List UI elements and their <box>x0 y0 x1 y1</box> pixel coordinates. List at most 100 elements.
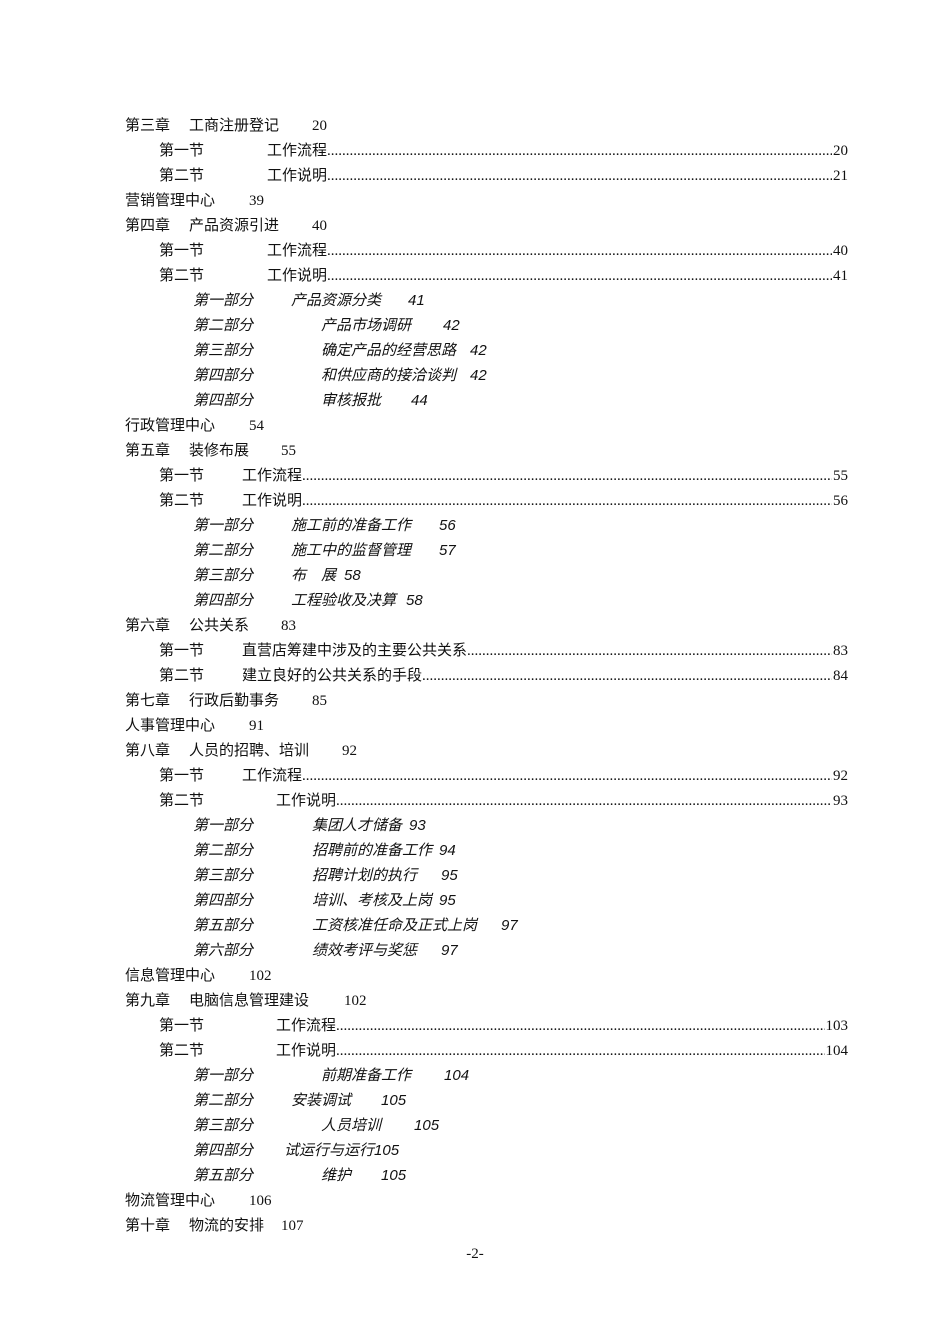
toc-page: 42 <box>470 367 487 384</box>
toc-title: 施工前的准备工作 <box>291 516 412 534</box>
toc-title: 工作说明 <box>276 1041 337 1059</box>
toc-chapter[interactable]: 第三章工商注册登记 20 <box>125 114 327 136</box>
toc-page: 56 <box>439 517 456 534</box>
toc-title: 工作说明 <box>242 491 303 509</box>
toc-title: 产品资源分类 <box>291 291 382 309</box>
toc-label: 第四部分 <box>193 1141 254 1159</box>
toc-section-label: 第二节 <box>159 1041 205 1059</box>
toc-page: 55 <box>281 443 297 459</box>
toc-page: 85 <box>312 693 328 709</box>
toc-leader <box>327 240 832 262</box>
toc-section[interactable]: 工作说明21 <box>267 164 848 186</box>
toc-label: 第三章 <box>125 116 171 134</box>
toc-leader <box>336 1040 824 1062</box>
toc-section-label: 第一节 <box>159 641 205 659</box>
toc-title: 工商注册登记 <box>189 116 280 134</box>
toc-title: 试运行与运行 <box>284 1141 375 1159</box>
toc-title: 工作流程 <box>267 141 328 159</box>
toc-part[interactable]: 第四部分 试运行与运行105 <box>193 1139 399 1161</box>
toc-page: 97 <box>501 917 518 934</box>
toc-title: 工程验收及决算 <box>291 591 397 609</box>
toc-page: 104 <box>825 1043 849 1059</box>
toc-title: 绩效考评与奖惩 <box>312 941 418 959</box>
toc-part[interactable]: 第二部分 施工中的监督管理 57 <box>193 539 456 561</box>
toc-section[interactable]: 直营店筹建中涉及的主要公共关系83 <box>242 639 848 661</box>
toc-title: 施工中的监督管理 <box>291 541 412 559</box>
toc-section-label: 第一节 <box>159 241 205 259</box>
toc-section[interactable]: 工作流程 20 <box>267 139 848 161</box>
toc-label: 第五部分 <box>193 1166 254 1184</box>
toc-section[interactable]: 工作说明41 <box>267 264 848 286</box>
toc-section-label: 第二节 <box>159 266 205 284</box>
toc-label: 第二部分 <box>193 841 254 859</box>
toc-section[interactable]: 工作流程55 <box>242 464 848 486</box>
toc-label: 第三部分 <box>193 341 254 359</box>
toc-page: 93 <box>409 817 426 834</box>
toc-section[interactable]: 工作说明56 <box>242 489 848 511</box>
toc-section[interactable]: 工作说明 93 <box>276 789 848 811</box>
toc-leader <box>302 765 832 787</box>
toc-label: 第十章 <box>125 1216 171 1234</box>
toc-title: 工作说明 <box>276 791 337 809</box>
toc-title: 人员培训 <box>321 1116 382 1134</box>
toc-title: 直营店筹建中涉及的主要公共关系 <box>242 641 468 659</box>
toc-page: 105 <box>381 1092 407 1109</box>
toc-label: 第二部分 <box>193 541 254 559</box>
toc-page: 107 <box>281 1218 304 1234</box>
toc-leader <box>422 665 832 687</box>
toc-section[interactable]: 工作流程40 <box>267 239 848 261</box>
toc-page: 105 <box>381 1167 407 1184</box>
toc-section[interactable]: 工作说明 104 <box>276 1039 848 1061</box>
toc-title: 人员的招聘、培训 <box>189 741 310 759</box>
toc-section[interactable]: 工作流程92 <box>242 764 848 786</box>
toc-section[interactable]: 建立良好的公共关系的手段84 <box>242 664 848 686</box>
toc-page: 57 <box>439 542 456 559</box>
toc-page: 55 <box>833 468 848 484</box>
toc-page: 44 <box>411 392 428 409</box>
toc-page: 93 <box>833 793 848 809</box>
toc-page: 20 <box>312 118 328 134</box>
toc-section[interactable]: 工作流程103 <box>276 1014 848 1036</box>
toc-label: 第五部分 <box>193 916 254 934</box>
toc-leader <box>336 1015 824 1037</box>
toc-label: 第六部分 <box>193 941 254 959</box>
toc-page: 39 <box>249 193 265 209</box>
toc-section-label: 第一节 <box>159 141 205 159</box>
toc-label: 第三部分 <box>193 566 254 584</box>
toc-page: 105 <box>374 1142 400 1159</box>
toc-page: 20 <box>833 143 848 159</box>
toc-title: 工作流程 <box>242 766 303 784</box>
toc-leader <box>327 165 832 187</box>
toc-page: 42 <box>470 342 487 359</box>
